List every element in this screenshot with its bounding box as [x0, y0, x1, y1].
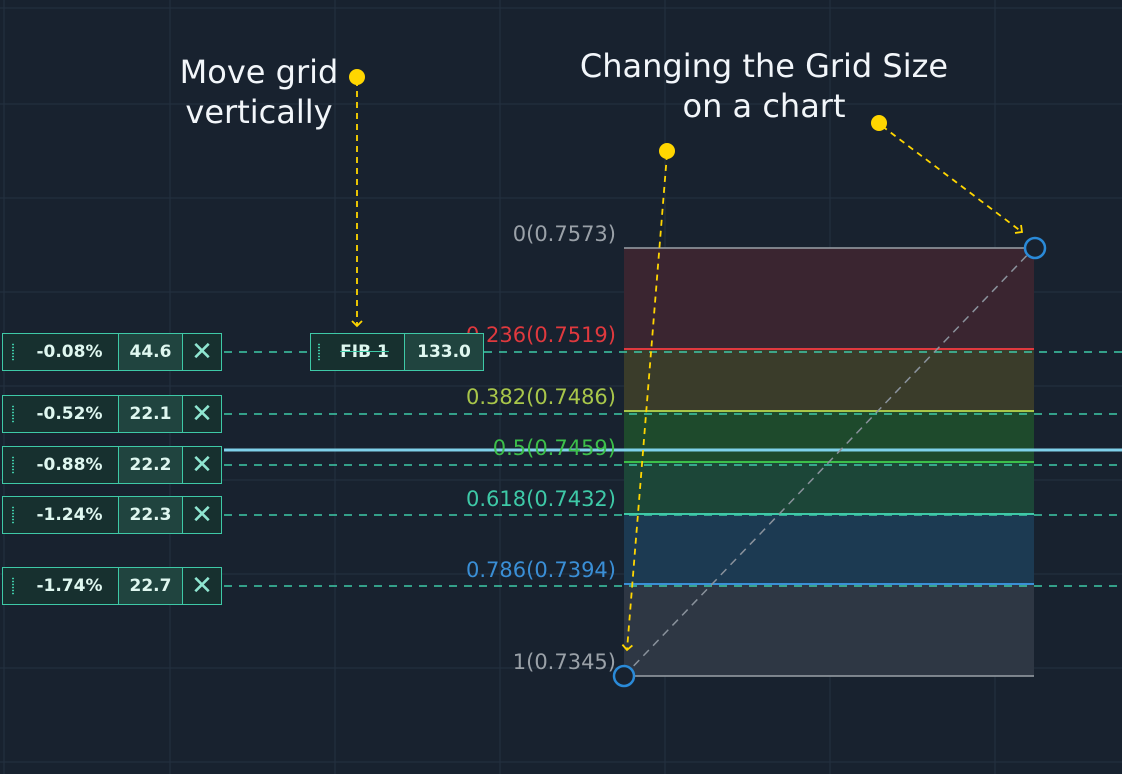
fib-price: 0.7573	[534, 222, 608, 246]
order-row-2[interactable]: -0.52% 22.1 ✕	[2, 395, 222, 433]
fib-band-05-0618	[624, 462, 1034, 514]
order-pct[interactable]: -0.08%	[3, 334, 119, 370]
close-icon[interactable]: ✕	[191, 399, 213, 429]
order-pct-text: -1.74%	[36, 576, 103, 596]
annotation-grid-size-line1: Changing the Grid Size	[579, 47, 949, 85]
fib-ratio: 1	[512, 650, 527, 674]
order-qty[interactable]: 44.6	[119, 334, 183, 370]
order-pct-text: -0.88%	[36, 455, 103, 475]
drag-grip-icon[interactable]	[11, 405, 15, 423]
order-pct-text: -0.08%	[36, 342, 103, 362]
annotation-arrow-size-bottom	[621, 153, 668, 652]
drag-grip-icon[interactable]	[11, 456, 15, 474]
drag-grip-icon[interactable]	[11, 506, 15, 524]
fib-price: 0.7345	[534, 650, 608, 674]
order-row-5[interactable]: -1.74% 22.7 ✕	[2, 567, 222, 605]
fib-ratio: 0.382	[465, 385, 527, 409]
order-pct-text: -0.52%	[36, 404, 103, 424]
drag-grip-icon[interactable]	[11, 343, 15, 361]
drag-grip-icon[interactable]	[317, 343, 321, 361]
fib-band-0236-0382	[624, 349, 1034, 411]
fib-label-1: 1(0.7345)	[512, 650, 616, 674]
annotation-dot-size-bottom	[659, 143, 675, 159]
fib-label-0236: 0.236(0.7519)	[465, 323, 616, 347]
order-qty[interactable]: 22.2	[119, 447, 183, 483]
order-row-3[interactable]: -0.88% 22.2 ✕	[2, 446, 222, 484]
fib-band-0618-0786	[624, 514, 1034, 584]
fib-price: 0.7486	[534, 385, 608, 409]
fib-label-0786: 0.786(0.7394)	[465, 558, 616, 582]
annotation-grid-size: Changing the Grid Size on a chart	[564, 46, 964, 126]
fib-price: 0.7519	[534, 323, 608, 347]
order-pct[interactable]: -0.88%	[3, 447, 119, 483]
fib-ratio: 0	[512, 222, 527, 246]
close-icon[interactable]: ✕	[191, 450, 213, 480]
fib-handle-top[interactable]	[1023, 236, 1047, 260]
close-icon[interactable]: ✕	[191, 571, 213, 601]
annotation-grid-size-line2: on a chart	[682, 87, 846, 125]
order-pct[interactable]: -1.74%	[3, 568, 119, 604]
order-qty[interactable]: 22.7	[119, 568, 183, 604]
order-pct[interactable]: -0.52%	[3, 396, 119, 432]
fib-trend-line	[623, 247, 1035, 677]
annotation-arrow-size-top	[881, 125, 1024, 234]
fib-grid-tag[interactable]: FIB 1 133.0	[310, 333, 484, 371]
annotation-move-grid-line1: Move grid	[179, 53, 339, 91]
fib-price: 0.7432	[534, 487, 608, 511]
annotation-move-grid-line2: vertically	[185, 93, 333, 131]
annotation-dot-move	[349, 69, 365, 85]
fib-price: 0.7459	[534, 436, 608, 460]
fib-label-0382: 0.382(0.7486)	[465, 385, 616, 409]
fib-label-05: 0.5(0.7459)	[492, 436, 616, 460]
fib-tag-name[interactable]: FIB 1	[311, 334, 405, 370]
order-pct[interactable]: -1.24%	[3, 497, 119, 533]
fib-handle-bottom[interactable]	[612, 664, 636, 688]
annotation-dot-size-top	[871, 115, 887, 131]
order-qty[interactable]: 22.1	[119, 396, 183, 432]
fib-ratio: 0.786	[465, 558, 527, 582]
fib-band-0786-1	[624, 584, 1034, 676]
close-icon[interactable]: ✕	[191, 337, 213, 367]
order-pct-text: -1.24%	[36, 505, 103, 525]
fib-ratio: 0.618	[465, 487, 527, 511]
fib-tag-name-text: FIB 1	[340, 342, 389, 362]
fib-price: 0.7394	[534, 558, 608, 582]
order-row-4[interactable]: -1.24% 22.3 ✕	[2, 496, 222, 534]
annotation-move-grid: Move grid vertically	[164, 52, 354, 132]
fib-label-0: 0(0.7573)	[512, 222, 616, 246]
order-qty[interactable]: 22.3	[119, 497, 183, 533]
fib-band-0-0236	[624, 248, 1034, 349]
order-row-1[interactable]: -0.08% 44.6 ✕	[2, 333, 222, 371]
fib-label-0618: 0.618(0.7432)	[465, 487, 616, 511]
fib-tag-value[interactable]: 133.0	[405, 334, 483, 370]
fib-band-0382-05	[624, 411, 1034, 462]
close-icon[interactable]: ✕	[191, 500, 213, 530]
drag-grip-icon[interactable]	[11, 577, 15, 595]
fib-ratio: 0.5	[492, 436, 527, 460]
